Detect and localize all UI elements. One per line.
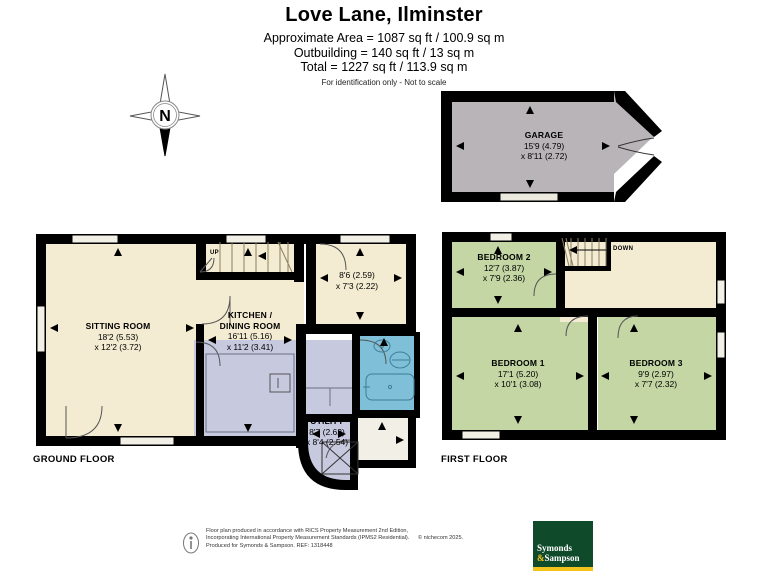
kitchen-name-line-2: DINING ROOM <box>219 320 281 331</box>
kitchen-dim-2: x 11'2 (3.41) <box>226 341 274 352</box>
bedroom-3-name: BEDROOM 3 <box>629 358 683 368</box>
stairs-up-label: UP <box>210 250 219 256</box>
unnamed-room-dim-2: x 7'3 (2.22) <box>335 280 379 291</box>
room-label-bedroom-3: BEDROOM 3 9'9 (2.97) x 7'7 (2.32) <box>606 358 706 390</box>
garage-label: GARAGE 15'9 (4.79) x 8'11 (2.72) <box>484 130 604 162</box>
compass-rose: N <box>128 72 202 158</box>
utility-dim-1: 8'7 (2.62) <box>309 426 345 437</box>
utility-dim-2: x 8'4 (2.54) <box>305 437 349 447</box>
utility-name: UTILITY <box>310 416 344 426</box>
footer-line-3: Produced for Symonds & Sampson. REF: 131… <box>206 542 333 549</box>
sitting-room-name: SITTING ROOM <box>85 321 151 331</box>
garage-dim-1: 15'9 (4.79) <box>523 140 565 151</box>
footer-line-2: Incorporating International Property Mea… <box>206 535 410 542</box>
footer: Floor plan produced in accordance with R… <box>182 528 542 554</box>
bedroom-2-name: BEDROOM 2 <box>477 252 531 262</box>
bedroom-1-name: BEDROOM 1 <box>491 358 545 368</box>
logo-line-1: Symonds <box>537 543 573 553</box>
room-label-unnamed-room: 8'6 (2.59) x 7'3 (2.22) <box>302 270 412 291</box>
garage-plan: GARAGE 15'9 (4.79) x 8'11 (2.72) <box>438 88 668 206</box>
plan-header: Love Lane, Ilminster Approximate Area = … <box>0 0 768 87</box>
bedroom-2-dim-1: 12'7 (3.87) <box>483 262 525 273</box>
stairs-down-label: DOWN <box>613 246 634 252</box>
bedroom-1-dim-2: x 10'1 (3.08) <box>494 379 542 389</box>
copyright-text: © nichecom 2025. <box>418 535 464 542</box>
first-floor-label: FIRST FLOOR <box>441 454 508 465</box>
page-title: Love Lane, Ilminster <box>285 4 483 26</box>
room-label-utility: UTILITY 8'7 (2.62) x 8'4 (2.54) <box>282 416 372 448</box>
footer-text: Floor plan produced in accordance with R… <box>206 528 542 550</box>
logo-ampersand: & <box>537 553 545 563</box>
logo-background <box>533 521 593 567</box>
area-line-1: Approximate Area = 1087 sq ft / 100.9 sq… <box>263 31 505 45</box>
kitchen-name-line-1: KITCHEN / <box>227 310 273 320</box>
room-label-bedroom-2: BEDROOM 2 12'7 (3.87) x 7'9 (2.36) <box>454 252 554 284</box>
room-label-kitchen-dining: KITCHEN / DINING ROOM 16'11 (5.16) x 11'… <box>190 310 310 352</box>
logo-line-2: &Sampson <box>537 553 580 563</box>
footer-line-1: Floor plan produced in accordance with R… <box>206 528 409 534</box>
logo-yellow-bar <box>533 567 593 571</box>
info-icon <box>182 532 200 554</box>
bedroom-3-dim-2: x 7'7 (2.32) <box>634 379 678 389</box>
area-line-3: Total = 1227 sq ft / 113.9 sq m <box>300 60 468 74</box>
logo-sampson-text: Sampson <box>544 553 580 563</box>
sitting-room-dim-1: 18'2 (5.53) <box>97 331 139 342</box>
bedroom-1-dim-1: 17'1 (5.20) <box>497 368 539 379</box>
garage-name: GARAGE <box>524 130 564 140</box>
bedroom-2-dim-2: x 7'9 (2.36) <box>482 273 526 283</box>
area-line-2: Outbuilding = 140 sq ft / 13 sq m <box>293 45 475 60</box>
sitting-room-dim-2: x 12'2 (3.72) <box>94 342 142 352</box>
bedroom-3-dim-1: 9'9 (2.97) <box>638 368 674 379</box>
kitchen-dim-1: 16'11 (5.16) <box>227 331 273 341</box>
garage-dim-2: x 8'11 (2.72) <box>520 151 568 161</box>
ground-floor-label: GROUND FLOOR <box>33 454 115 465</box>
room-label-bedroom-1: BEDROOM 1 17'1 (5.20) x 10'1 (3.08) <box>468 358 568 390</box>
symonds-sampson-logo[interactable]: Symonds &Sampson <box>533 521 593 571</box>
ground-floor-plan: UP SITTING ROOM 18'2 (5.53) x 12'2 (3.72… <box>30 228 420 490</box>
unnamed-room-dim-1: 8'6 (2.59) <box>339 270 375 280</box>
first-floor-plan: DOWN BEDROOM 2 12'7 (3.87) x 7'9 (2.36) … <box>438 228 730 450</box>
compass-north-label: N <box>159 108 171 125</box>
disclaimer-text: For identification only - Not to scale <box>321 77 447 87</box>
room-label-sitting-room: SITTING ROOM 18'2 (5.53) x 12'2 (3.72) <box>58 321 178 353</box>
